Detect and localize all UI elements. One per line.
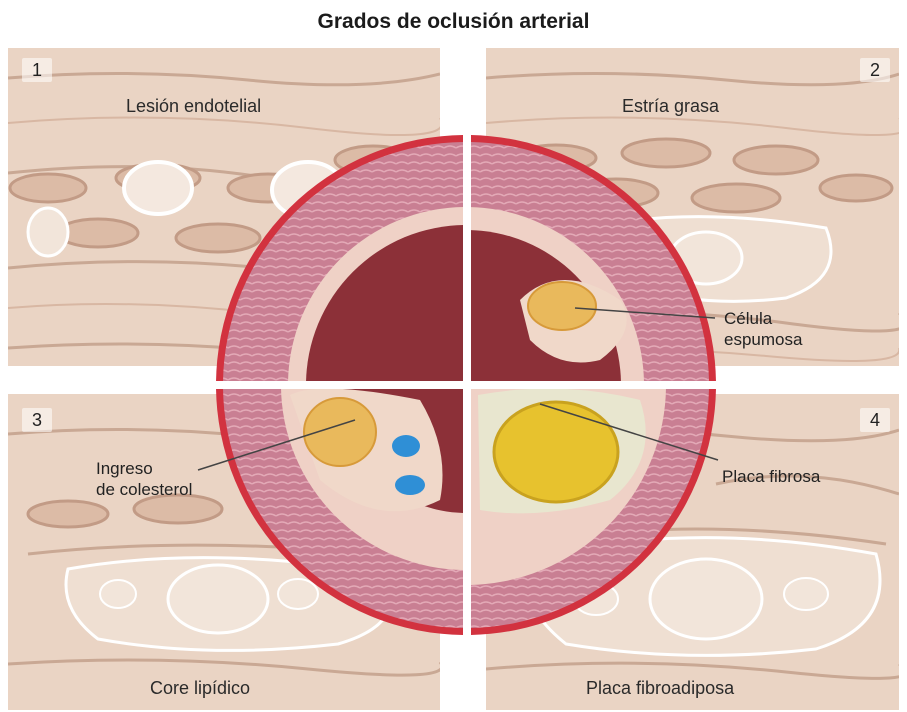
cholesterol-label-line2: de colesterol xyxy=(96,479,192,500)
fibrous-plaque xyxy=(494,402,618,502)
cholesterol-deposit xyxy=(392,435,420,457)
cholesterol-label: Ingreso de colesterol xyxy=(96,458,192,500)
foam-cell-label: Célula espumosa xyxy=(724,308,802,350)
foam-cell-label-line1: Célula xyxy=(724,308,802,329)
cholesterol-deposit xyxy=(395,475,425,495)
fibrous-plaque-label: Placa fibrosa xyxy=(722,466,820,487)
foam-cell-label-line2: espumosa xyxy=(724,329,802,350)
lipid-core xyxy=(304,398,376,466)
foam-cell xyxy=(528,282,596,330)
cholesterol-label-line1: Ingreso xyxy=(96,458,192,479)
